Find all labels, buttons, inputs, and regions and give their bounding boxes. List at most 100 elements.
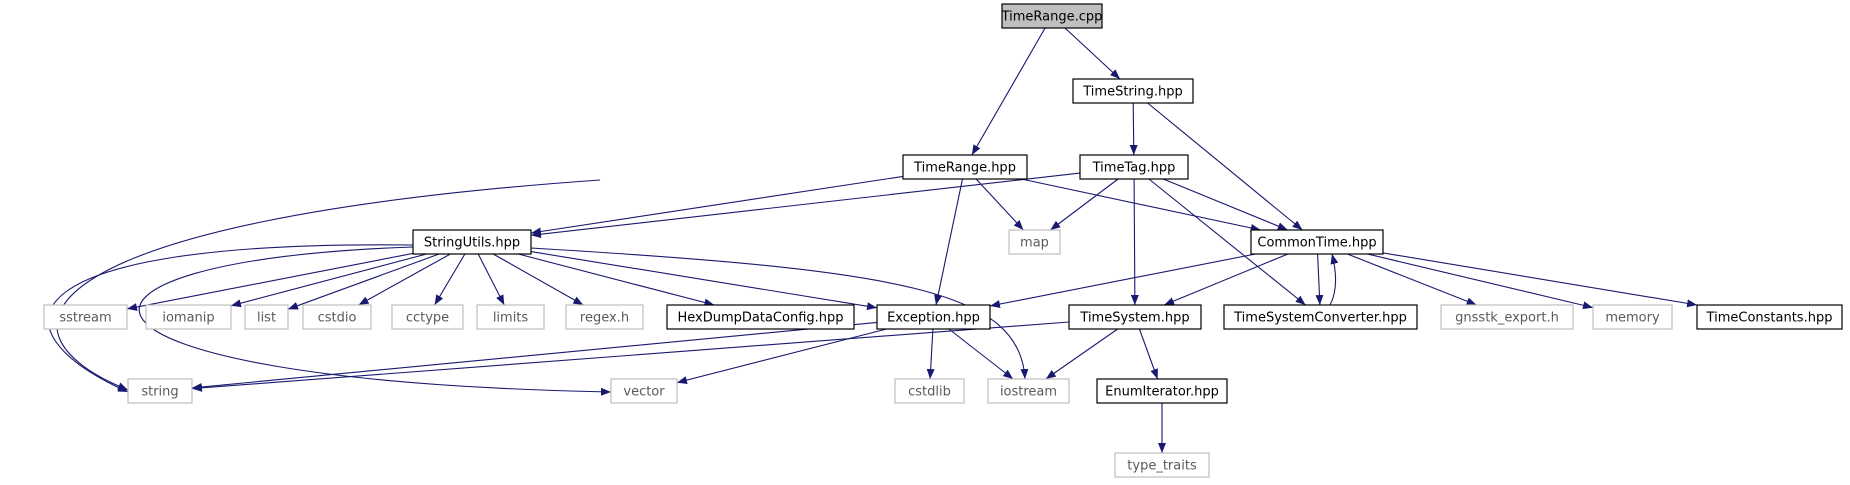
edge-timestring-hpp-to-timetag-hpp xyxy=(1129,102,1138,156)
node-label: TimeTag.hpp xyxy=(1092,161,1176,176)
node-hexdump-hpp[interactable]: HexDumpDataConfig.hpp xyxy=(666,304,855,330)
node-label: map xyxy=(1020,236,1049,251)
node-tsconverter-hpp[interactable]: TimeSystemConverter.hpp xyxy=(1223,304,1418,330)
node-label: cstdlib xyxy=(908,385,951,400)
node-label: type_traits xyxy=(1127,459,1197,474)
node-label: iostream xyxy=(1000,385,1057,400)
edge-timetag-hpp-to-map xyxy=(1050,178,1119,231)
node-box xyxy=(1250,229,1384,255)
node-label: EnumIterator.hpp xyxy=(1105,385,1219,400)
node-type-traits: type_traits xyxy=(1114,452,1210,478)
node-label: cstdio xyxy=(318,311,357,326)
node-box xyxy=(610,378,678,404)
node-vector: vector xyxy=(610,378,678,404)
node-box xyxy=(1592,304,1673,330)
node-gnsstk-export-h: gnsstk_export.h xyxy=(1440,304,1574,330)
edge-timesystem-hpp-to-enumiterator-hpp xyxy=(1138,328,1159,380)
node-commontime-hpp[interactable]: CommonTime.hpp xyxy=(1250,229,1384,255)
edge-exception-hpp-to-cstdlib xyxy=(926,328,935,380)
edge-timerange-hpp-to-map xyxy=(975,178,1024,231)
edge-stringutils-hpp-to-cstdio xyxy=(358,253,451,306)
edge-timerange-cpp-to-timerange-hpp xyxy=(971,27,1046,156)
node-box xyxy=(244,304,289,330)
node-label: TimeString.hpp xyxy=(1082,85,1183,100)
edge-timetag-hpp-to-tsconverter-hpp xyxy=(1148,178,1306,306)
node-label: TimeRange.cpp xyxy=(1001,10,1103,25)
node-box xyxy=(1072,78,1194,104)
edge-commontime-hpp-to-tsconverter-hpp xyxy=(1315,253,1324,306)
edge-stringutils-hpp-to-sstream xyxy=(126,252,414,311)
edge-exception-hpp-to-iostream xyxy=(948,328,1014,380)
node-timerange-cpp[interactable]: TimeRange.cpp xyxy=(1001,3,1103,29)
edge-timerange-hpp-to-string xyxy=(56,179,601,391)
node-box xyxy=(1223,304,1418,330)
node-box xyxy=(902,154,1028,180)
node-label: sstream xyxy=(59,311,111,326)
edge-exception-hpp-to-vector xyxy=(676,328,887,384)
node-box xyxy=(1068,304,1202,330)
node-limits: limits xyxy=(476,304,545,330)
node-box xyxy=(412,229,532,255)
node-timesystem-hpp[interactable]: TimeSystem.hpp xyxy=(1068,304,1202,330)
node-iostream: iostream xyxy=(987,378,1070,404)
edge-stringutils-hpp-to-hexdump-hpp xyxy=(518,253,715,307)
edge-timerange-hpp-to-commontime-hpp xyxy=(1021,178,1261,232)
node-box xyxy=(43,304,128,330)
node-iomanip: iomanip xyxy=(145,304,232,330)
edge-stringutils-hpp-to-regex-h xyxy=(492,253,584,306)
edge-exception-hpp-to-string xyxy=(191,321,878,391)
node-cstdio: cstdio xyxy=(302,304,372,330)
edge-stringutils-hpp-to-cctype xyxy=(434,253,466,306)
edge-timetag-hpp-to-timesystem-hpp xyxy=(1130,178,1139,306)
edge-commontime-hpp-to-exception-hpp xyxy=(989,253,1256,309)
node-box xyxy=(1008,229,1061,255)
node-box xyxy=(1114,452,1210,478)
edge-timesystem-hpp-to-string xyxy=(191,321,1070,392)
edge-commontime-hpp-to-gnsstk-export-h xyxy=(1347,253,1477,306)
edge-timerange-hpp-to-exception-hpp xyxy=(934,178,964,306)
node-box xyxy=(894,378,965,404)
node-label: regex.h xyxy=(580,311,629,326)
node-label: Exception.hpp xyxy=(887,311,980,326)
node-timestring-hpp[interactable]: TimeString.hpp xyxy=(1072,78,1194,104)
node-cctype: cctype xyxy=(391,304,464,330)
node-box xyxy=(127,378,193,404)
node-label: StringUtils.hpp xyxy=(424,236,520,251)
node-box xyxy=(666,304,855,330)
node-label: memory xyxy=(1605,311,1660,326)
edge-timestring-hpp-to-commontime-hpp xyxy=(1147,102,1303,231)
edge-layer xyxy=(47,27,1698,453)
edge-stringutils-hpp-to-limits xyxy=(477,253,505,306)
node-memory: memory xyxy=(1592,304,1673,330)
node-label: TimeSystem.hpp xyxy=(1079,311,1189,326)
node-box xyxy=(987,378,1070,404)
edge-tsconverter-hpp-to-commontime-hpp xyxy=(1329,253,1339,306)
node-label: TimeConstants.hpp xyxy=(1706,311,1833,326)
node-box xyxy=(1001,3,1103,29)
node-label: CommonTime.hpp xyxy=(1257,236,1376,251)
node-stringutils-hpp[interactable]: StringUtils.hpp xyxy=(412,229,532,255)
edge-stringutils-hpp-to-exception-hpp xyxy=(530,251,878,311)
node-box xyxy=(302,304,372,330)
node-layer: TimeRange.cppTimeString.hppTimeRange.hpp… xyxy=(43,3,1843,478)
node-enumiterator-hpp[interactable]: EnumIterator.hpp xyxy=(1096,378,1228,404)
node-label: limits xyxy=(493,311,529,326)
edge-stringutils-hpp-to-iostream xyxy=(530,247,1029,380)
node-label: TimeSystemConverter.hpp xyxy=(1233,311,1407,326)
edge-timerange-hpp-to-stringutils-hpp xyxy=(530,175,904,236)
node-sstream: sstream xyxy=(43,304,128,330)
node-label: vector xyxy=(623,385,665,400)
edge-stringutils-hpp-to-list xyxy=(287,253,440,310)
node-box xyxy=(1096,378,1228,404)
node-timerange-hpp[interactable]: TimeRange.hpp xyxy=(902,154,1028,180)
node-exception-hpp[interactable]: Exception.hpp xyxy=(876,304,991,330)
node-box xyxy=(145,304,232,330)
node-regex-h: regex.h xyxy=(565,304,644,330)
node-timeconstants-hpp[interactable]: TimeConstants.hpp xyxy=(1696,304,1843,330)
node-box xyxy=(391,304,464,330)
edge-stringutils-hpp-to-iomanip xyxy=(230,253,427,308)
node-label: string xyxy=(141,385,178,400)
edge-commontime-hpp-to-timeconstants-hpp xyxy=(1382,252,1698,308)
node-timetag-hpp[interactable]: TimeTag.hpp xyxy=(1079,154,1189,180)
